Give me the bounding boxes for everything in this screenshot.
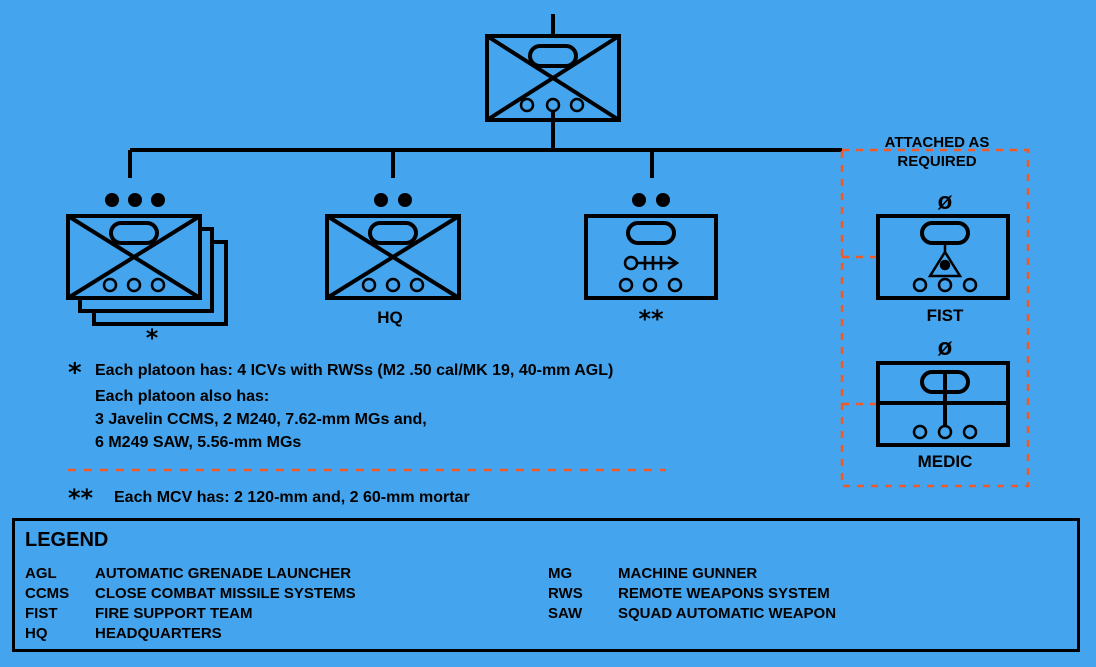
fist-unit-symbol: ø FIST (876, 188, 1010, 325)
legend-desc: AUTOMATIC GRENADE LAUNCHER (95, 565, 352, 582)
mortar-unit-symbol: ** (584, 193, 718, 333)
legend-desc: HEADQUARTERS (95, 625, 222, 642)
platoon-unit-symbol: * (66, 193, 228, 352)
attached-header-line1: ATTACHED AS (885, 134, 990, 151)
mortar-echelon-dots (632, 193, 670, 207)
platoon-note-line4: 6 M249 SAW, 5.56-mm MGs (95, 434, 302, 451)
legend-abbr: AGL (25, 565, 57, 582)
platoon-note-line1: Each platoon has: 4 ICVs with RWSs (M2 .… (95, 362, 614, 379)
legend-abbr: CCMS (25, 585, 70, 602)
mortar-icon (623, 255, 680, 271)
legend-entry: CCMS CLOSE COMBAT MISSILE SYSTEMS (25, 585, 356, 605)
platoon-marker: * (146, 324, 159, 352)
legend-desc: MACHINE GUNNER (618, 565, 758, 582)
legend-entry: HQ HEADQUARTERS (25, 625, 356, 645)
platoon-echelon-dots (105, 193, 165, 207)
fist-label: FIST (927, 306, 964, 325)
legend-desc: FIRE SUPPORT TEAM (95, 605, 253, 622)
legend-box: LEGEND AGL AUTOMATIC GRENADE LAUNCHER CCM… (12, 518, 1080, 652)
legend-abbr: MG (548, 565, 573, 582)
legend-desc: REMOTE WEAPONS SYSTEM (618, 585, 830, 602)
legend-entry: AGL AUTOMATIC GRENADE LAUNCHER (25, 565, 356, 585)
legend-right-column: MG MACHINE GUNNER RWS REMOTE WEAPONS SYSTE… (548, 565, 836, 625)
attached-symbol: ø (938, 334, 953, 361)
attached-symbol: ø (938, 188, 953, 215)
legend-entry: FIST FIRE SUPPORT TEAM (25, 605, 356, 625)
legend-abbr: SAW (548, 605, 583, 622)
legend-desc: CLOSE COMBAT MISSILE SYSTEMS (95, 585, 356, 602)
legend-title: LEGEND (25, 529, 109, 551)
legend-abbr: HQ (25, 625, 48, 642)
legend-entry: RWS REMOTE WEAPONS SYSTEM (548, 585, 836, 605)
medic-label: MEDIC (918, 452, 973, 471)
legend-desc: SQUAD AUTOMATIC WEAPON (618, 605, 837, 622)
legend-entry: SAW SQUAD AUTOMATIC WEAPON (548, 605, 836, 625)
mcv-marker: ** (638, 305, 664, 333)
attached-header-line2: REQUIRED (897, 153, 976, 170)
medic-unit-symbol: ø MEDIC (876, 334, 1010, 471)
fire-support-icon (927, 243, 963, 278)
platoon-note-line2: Each platoon also has: (95, 388, 270, 405)
attached-boundary (840, 148, 1030, 488)
hq-label: HQ (377, 308, 403, 327)
mcv-note-marker: ** (68, 484, 94, 512)
company-unit-symbol (485, 34, 621, 122)
hq-echelon-dots (374, 193, 412, 207)
platoon-note-marker: * (68, 358, 82, 388)
legend-abbr: FIST (25, 605, 58, 622)
platoon-note-line3: 3 Javelin CCMS, 2 M240, 7.62-mm MGs and, (95, 411, 427, 428)
legend-abbr: RWS (548, 585, 583, 602)
hq-unit-symbol: HQ (325, 193, 461, 327)
legend-left-column: AGL AUTOMATIC GRENADE LAUNCHER CCMS CLOSE … (25, 565, 356, 645)
mcv-note-line: Each MCV has: 2 120-mm and, 2 60-mm mort… (114, 489, 470, 506)
legend-entry: MG MACHINE GUNNER (548, 565, 836, 585)
